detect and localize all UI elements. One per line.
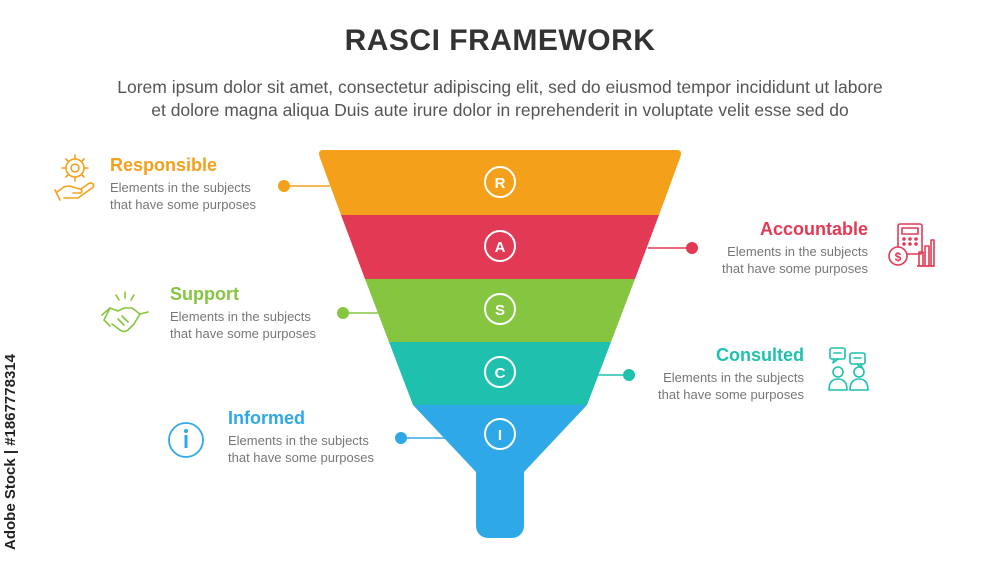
handshake-icon: [101, 291, 149, 333]
letter-badge-a: A: [484, 230, 516, 262]
letter-c: C: [495, 365, 506, 382]
funnel-level-i: [413, 405, 587, 472]
funnel-level-s: [365, 279, 635, 342]
letter-badge-s: S: [484, 293, 516, 325]
role-title: Consulted: [716, 345, 804, 365]
letter-badge-r: R: [484, 166, 516, 198]
role-desc-line-1: Elements in the subjects: [110, 180, 251, 195]
role-desc-line-2: that have some purposes: [658, 387, 804, 402]
role-desc-line-2: that have some purposes: [228, 450, 374, 465]
funnel-level-a: [341, 215, 659, 279]
letter-badge-c: C: [484, 356, 516, 388]
role-desc-line-1: Elements in the subjects: [663, 370, 804, 385]
role-responsible: Responsible Elements in the subjects tha…: [110, 155, 256, 213]
letter-r: R: [495, 175, 506, 192]
role-desc-line-2: that have some purposes: [170, 326, 316, 341]
role-title: Support: [170, 284, 239, 304]
page-title: RASCI FRAMEWORK: [344, 24, 656, 57]
funnel-level-c: [389, 342, 611, 405]
role-desc-line-2: that have some purposes: [722, 261, 868, 276]
stock-watermark: Adobe Stock | #1867778314: [2, 354, 19, 550]
funnel-level-r: [319, 150, 681, 215]
subtitle-line-2: et dolore magna aliqua Duis aute irure d…: [151, 100, 849, 120]
role-title: Responsible: [110, 155, 218, 175]
calculator-coin-chart-icon: $: [888, 223, 935, 267]
role-desc-line-1: Elements in the subjects: [727, 244, 868, 259]
letter-s: S: [495, 302, 505, 319]
role-desc-line-2: that have some purposes: [110, 197, 256, 212]
role-desc-line-1: Elements in the subjects: [170, 309, 311, 324]
gear-hand-icon: [54, 154, 95, 201]
role-informed: Informed Elements in the subjects that h…: [228, 408, 374, 466]
role-desc-line-1: Elements in the subjects: [228, 433, 369, 448]
connector-responsible: [278, 180, 330, 192]
letter-i: I: [498, 427, 502, 444]
people-chat-icon: [828, 347, 869, 391]
svg-text:$: $: [895, 250, 902, 264]
role-support: Support Elements in the subjects that ha…: [170, 284, 316, 342]
connector-informed: [395, 432, 455, 444]
connector-support: [337, 307, 378, 319]
page-subtitle: Lorem ipsum dolor sit amet, consectetur …: [30, 76, 970, 122]
letter-a: A: [495, 239, 506, 256]
role-title: Informed: [228, 408, 306, 428]
role-accountable: Accountable Elements in the subjects tha…: [718, 219, 868, 277]
role-consulted: Consulted Elements in the subjects that …: [654, 345, 804, 403]
connector-accountable: [648, 242, 698, 254]
subtitle-line-1: Lorem ipsum dolor sit amet, consectetur …: [117, 77, 883, 97]
letter-badge-i: I: [484, 418, 516, 450]
role-title: Accountable: [759, 219, 868, 239]
info-icon: [168, 422, 204, 458]
connector-consulted: [577, 369, 635, 381]
